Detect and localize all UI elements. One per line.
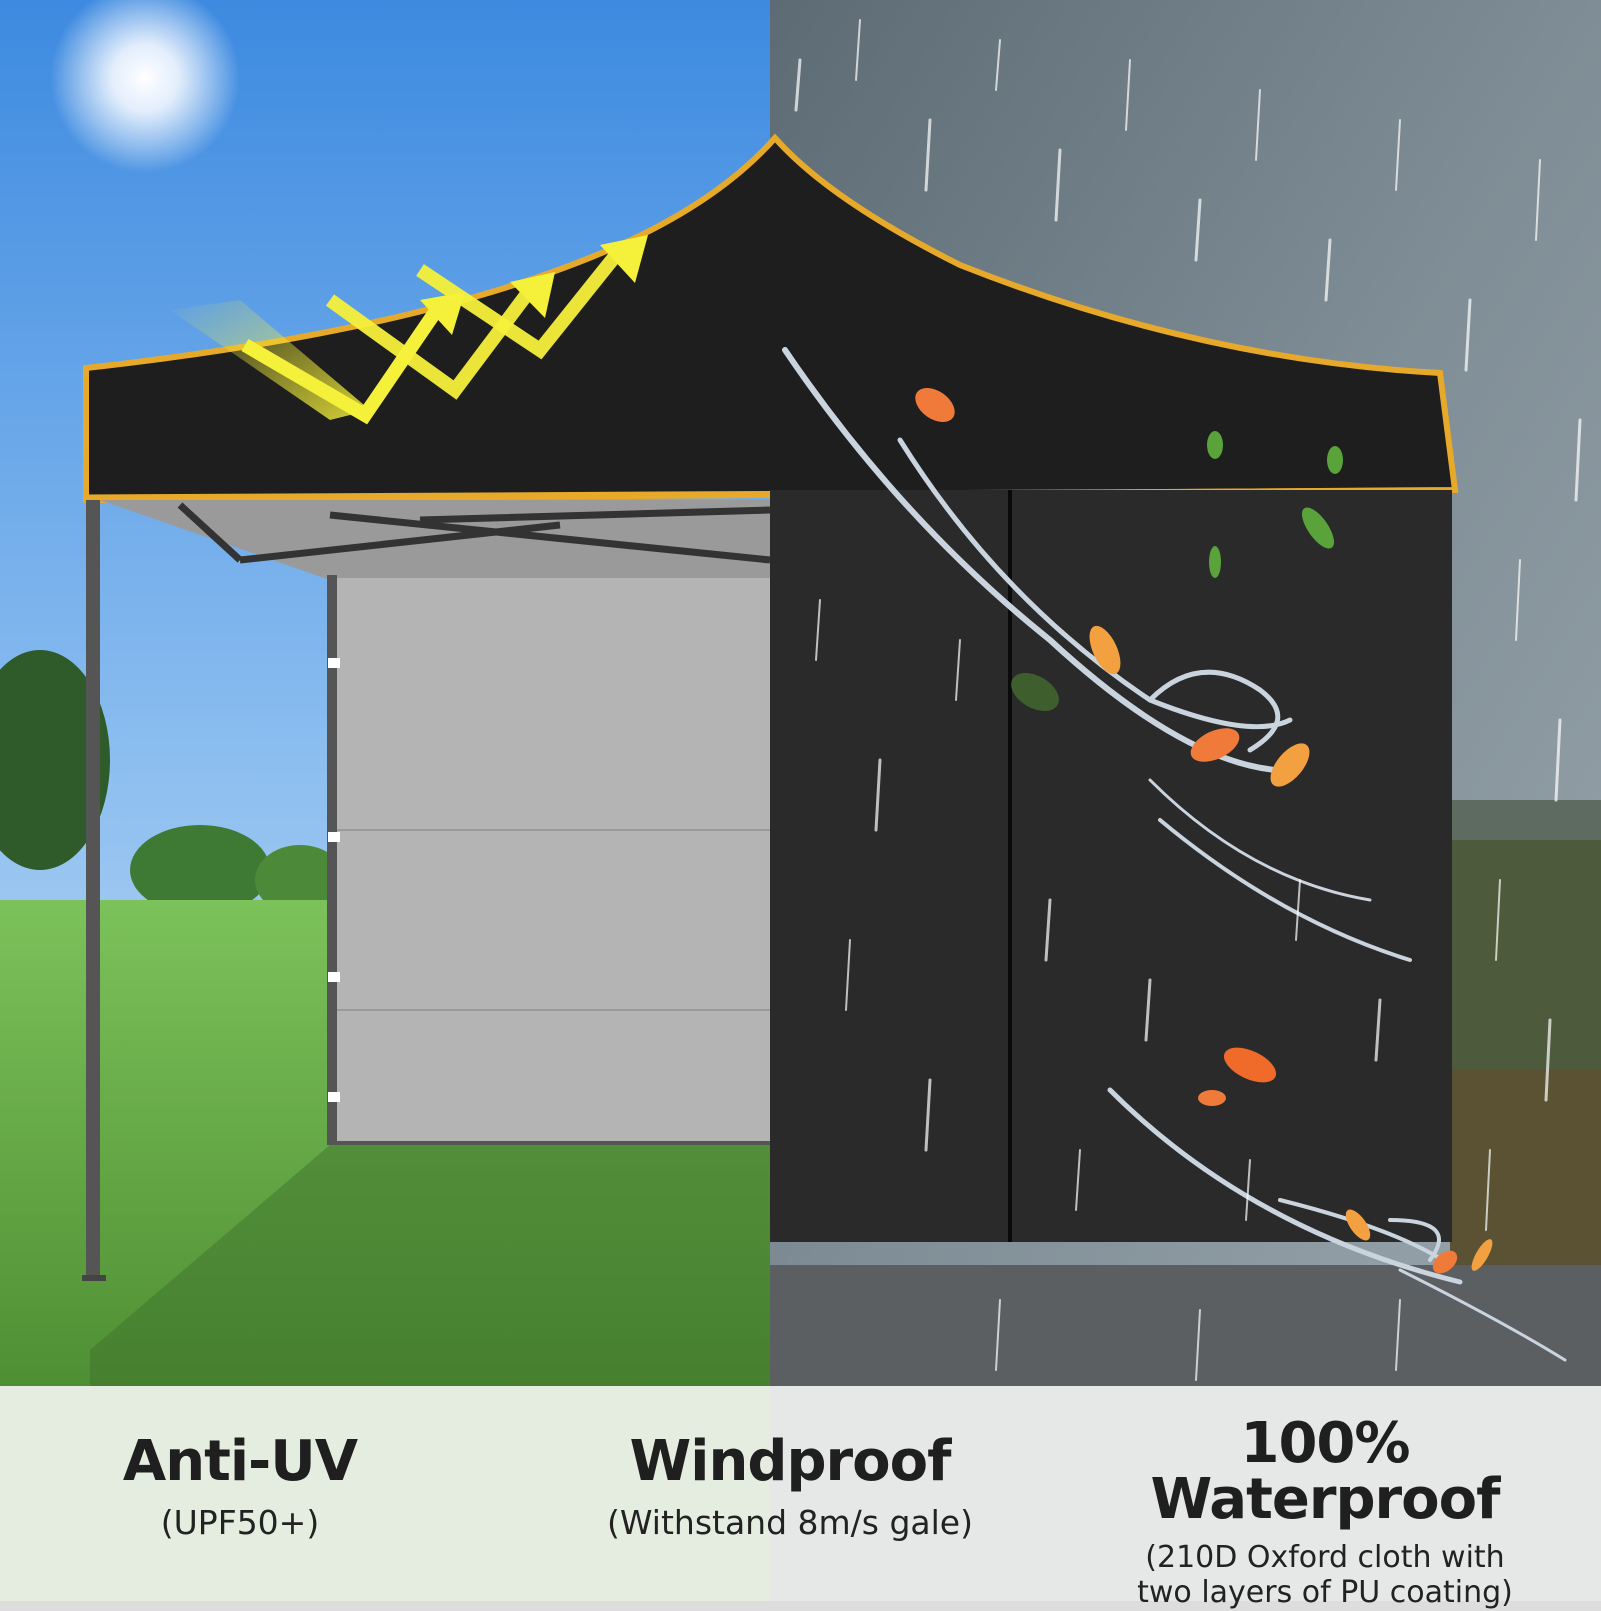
feature-windproof: Windproof (Withstand 8m/s gale): [540, 1434, 1040, 1543]
uv-reflection-arrows: [170, 235, 648, 425]
feature-anti-uv: Anti-UV (UPF50+): [80, 1434, 400, 1543]
feature-subtitle-line: two layers of PU coating): [1137, 1575, 1513, 1611]
feature-title: Anti-UV: [122, 1429, 358, 1494]
caption-band-left: [0, 1386, 770, 1601]
rain: [794, 19, 1582, 1381]
sidewall-grey: [337, 578, 770, 1143]
leaves: [915, 387, 1493, 1274]
tent-leg-middle: [327, 575, 337, 1145]
feature-waterproof: 100% Waterproof (210D Oxford cloth with …: [1065, 1416, 1585, 1611]
feature-subtitle-line: (210D Oxford cloth with: [1145, 1540, 1505, 1575]
feature-title: 100% Waterproof: [1150, 1411, 1501, 1532]
feature-caption-band: Anti-UV (UPF50+) Windproof (Withstand 8m…: [0, 1386, 1601, 1610]
caption-band-right: [770, 1386, 1601, 1601]
feature-subtitle: (Withstand 8m/s gale): [607, 1503, 973, 1542]
feature-subtitle: (UPF50+): [160, 1503, 320, 1542]
feature-subtitle: (210D Oxford cloth with two layers of PU…: [1065, 1540, 1585, 1611]
sidewall-black: [770, 490, 1452, 1242]
feature-title: Windproof: [629, 1429, 952, 1494]
sun-icon: [50, 0, 240, 173]
tent-leg-left: [86, 500, 100, 1280]
